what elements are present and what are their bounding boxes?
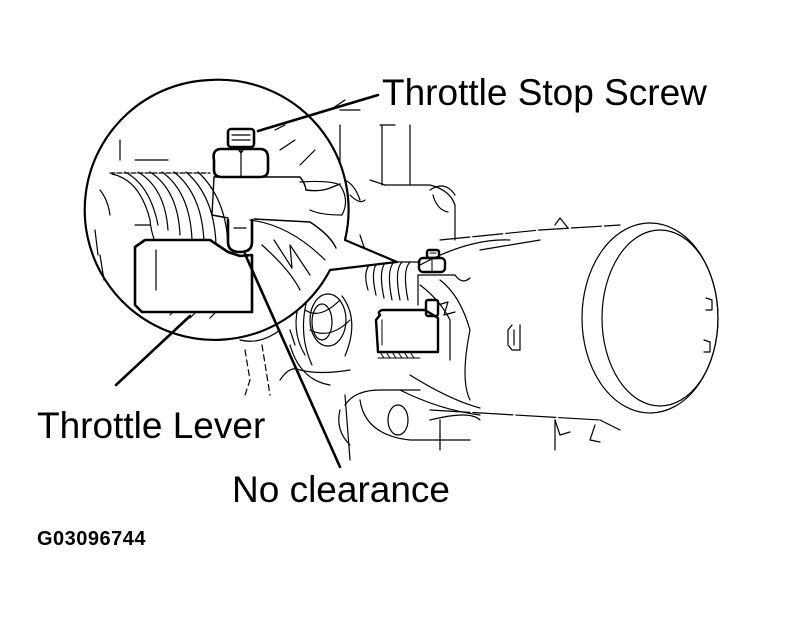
magnified-detail (94, 99, 351, 346)
label-no-clearance: No clearance (232, 469, 451, 510)
screw-tip-large (226, 218, 254, 254)
leader-lines (114, 93, 380, 469)
screw-bracket (211, 176, 341, 249)
figure-id: G03096744 (37, 528, 147, 550)
throttle-lever-small (374, 308, 440, 359)
leader-throttle-stop-screw (256, 93, 380, 133)
leader-no-clearance (243, 252, 342, 469)
label-throttle-stop-screw: Throttle Stop Screw (382, 72, 707, 113)
throttle-stop-screw-small (417, 248, 471, 318)
leader-throttle-lever (114, 314, 192, 387)
throttle-body (244, 109, 719, 461)
label-throttle-lever: Throttle Lever (37, 405, 266, 446)
